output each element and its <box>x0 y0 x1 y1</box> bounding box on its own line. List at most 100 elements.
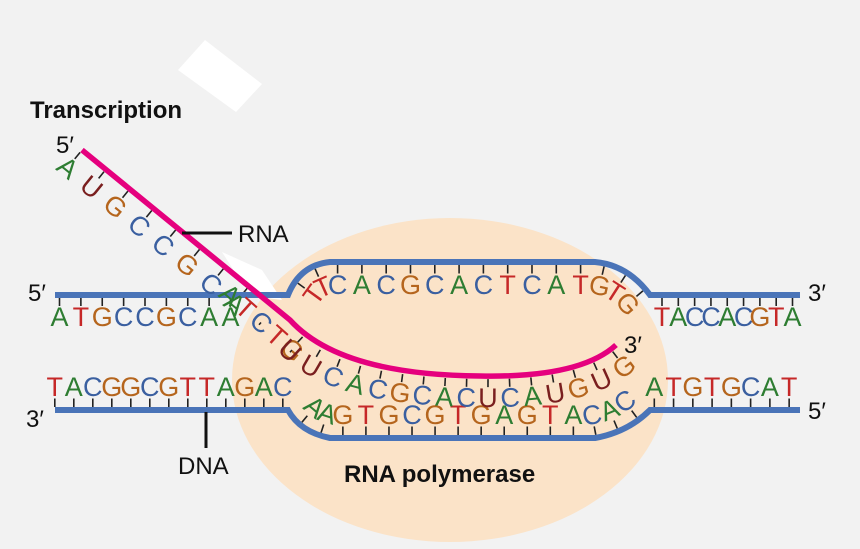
h-bond-tick <box>121 190 129 199</box>
nucleotide-T: T <box>199 372 216 402</box>
nucleotide-T: T <box>450 400 467 430</box>
nucleotide-A: A <box>353 270 371 300</box>
nucleotide-C: C <box>122 208 156 244</box>
nucleotide-A: A <box>221 302 239 332</box>
h-bond-tick <box>593 426 597 435</box>
template-five-prime-label: 5′ <box>808 398 826 425</box>
h-bond-tick <box>217 268 225 276</box>
nucleotide-G: G <box>92 302 113 332</box>
rna-five-prime-label: 5′ <box>56 132 74 159</box>
nucleotide-G: G <box>234 372 255 402</box>
nucleotide-G: G <box>721 372 742 402</box>
nucleotide-C: C <box>114 302 134 332</box>
nucleotide-G: G <box>158 372 179 402</box>
h-bond-tick <box>422 376 425 385</box>
h-bond-tick <box>169 229 177 238</box>
rna-polymerase-label: RNA polymerase <box>344 461 535 488</box>
title: Transcription <box>30 97 182 124</box>
nucleotide-A: A <box>761 372 779 402</box>
h-bond-tick <box>593 362 598 371</box>
h-bond-tick <box>530 377 533 386</box>
nucleotide-G: G <box>388 377 413 410</box>
nucleotide-T: T <box>47 372 64 402</box>
rna-backbone <box>80 147 618 379</box>
nucleotide-A: A <box>547 270 565 300</box>
nucleotide-G: G <box>471 400 492 430</box>
nucleotide-G: G <box>332 400 353 430</box>
nucleotide-C: C <box>83 372 103 402</box>
h-bond-tick <box>145 210 153 218</box>
nucleotide-G: G <box>400 270 421 300</box>
nucleotide-A: A <box>50 302 68 332</box>
h-bond-tick <box>613 420 619 429</box>
h-bond-tick <box>379 370 383 379</box>
h-bond-tick <box>631 410 638 418</box>
nucleotide-A: A <box>522 381 543 413</box>
coding-strand-backbone <box>55 259 800 298</box>
nucleotide-C: C <box>135 302 155 332</box>
h-bond-tick <box>572 369 577 378</box>
nucleotide-C: C <box>411 380 433 412</box>
h-bond-tick <box>258 321 262 326</box>
nucleotide-C: C <box>140 372 160 402</box>
rna-label: RNA <box>238 221 289 248</box>
h-bond-tick <box>314 268 320 277</box>
nucleotide-A: A <box>200 302 218 332</box>
h-bond-tick <box>74 151 81 160</box>
h-bond-tick <box>601 266 605 275</box>
nucleotide-G: G <box>378 400 399 430</box>
nucleotide-A: A <box>435 382 455 413</box>
nucleotide-G: G <box>169 247 204 284</box>
h-bond-tick <box>193 248 201 257</box>
h-bond-tick <box>635 290 644 297</box>
nucleotide-C: C <box>456 383 476 413</box>
nucleotide-C: C <box>376 270 396 300</box>
nucleotide-T: T <box>499 270 516 300</box>
h-bond-tick <box>336 358 341 367</box>
nucleotide-C: C <box>500 382 521 413</box>
h-bond-tick <box>551 374 555 383</box>
nucleotide-A: A <box>564 400 582 430</box>
nucleotide-T: T <box>572 270 589 300</box>
nucleotide-T: T <box>73 302 90 332</box>
nucleotide-A: A <box>65 372 83 402</box>
h-bond-tick <box>357 365 362 374</box>
h-bond-tick <box>289 349 293 353</box>
h-bond-tick <box>242 308 247 312</box>
nucleotide-G: G <box>682 372 703 402</box>
nucleotide-C: C <box>178 302 198 332</box>
nucleotide-U: U <box>74 169 108 205</box>
nucleotide-C: C <box>474 270 494 300</box>
template-three-prime-label: 3′ <box>26 406 44 433</box>
rna-three-prime-label: 3′ <box>624 332 642 359</box>
nucleotide-T: T <box>358 400 375 430</box>
nucleotide-C: C <box>146 228 180 264</box>
dna-label: DNA <box>178 453 229 480</box>
h-bond-tick <box>315 349 321 358</box>
nucleotide-A: A <box>255 372 273 402</box>
nucleotide-C: C <box>522 270 542 300</box>
nucleotide-A: A <box>645 372 663 402</box>
nucleotide-T: T <box>654 302 671 332</box>
nucleotide-G: G <box>120 372 141 402</box>
nucleotide-T: T <box>180 372 197 402</box>
nucleotide-T: T <box>768 302 785 332</box>
highlight-shape-2 <box>222 252 282 300</box>
nucleotide-C: C <box>328 270 348 300</box>
nucleotide-T: T <box>665 372 682 402</box>
coding-five-prime-label: 5′ <box>28 280 46 307</box>
nucleotide-T: T <box>781 372 798 402</box>
h-bond-tick <box>620 274 627 283</box>
nucleotide-A: A <box>669 302 687 332</box>
nucleotide-T: T <box>542 400 559 430</box>
nucleotide-A: A <box>217 372 235 402</box>
nucleotide-G: G <box>749 302 770 332</box>
nucleotide-C: C <box>701 302 721 332</box>
h-bond-tick <box>400 374 404 383</box>
template-strand-backbone <box>55 407 800 441</box>
nucleotide-G: G <box>101 372 122 402</box>
nucleotide-G: G <box>156 302 177 332</box>
nucleotide-U: U <box>478 383 498 413</box>
